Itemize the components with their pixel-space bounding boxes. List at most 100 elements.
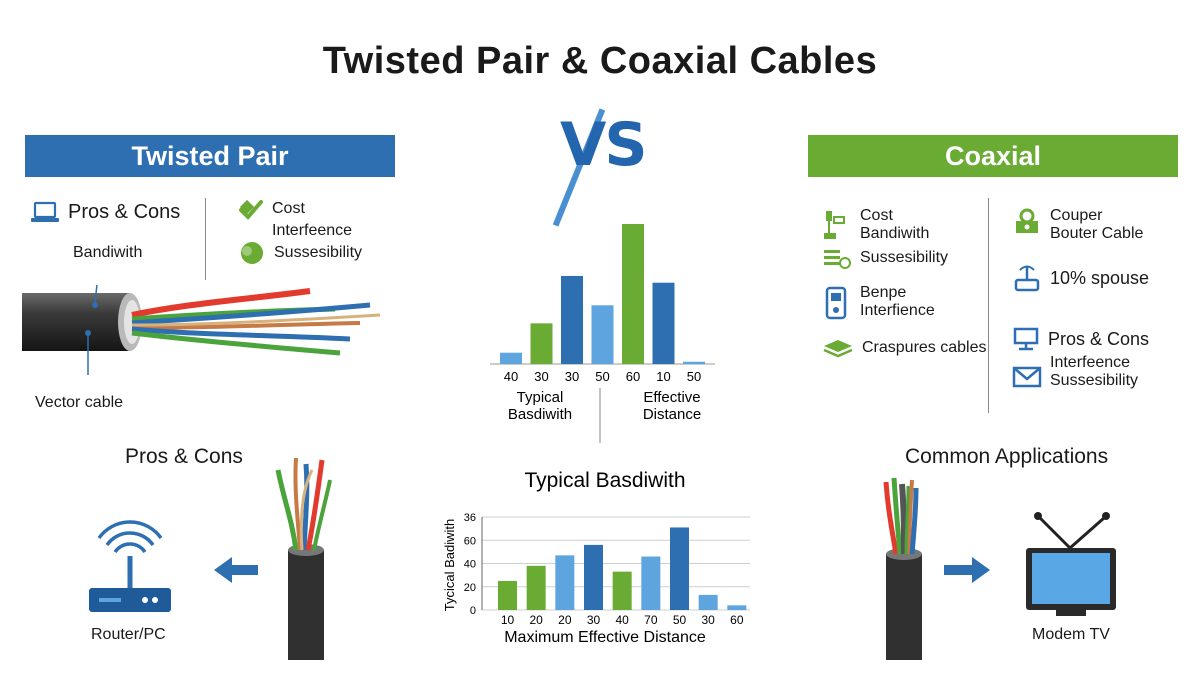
coax-sussesibility-label: Sussesibility	[1050, 372, 1139, 389]
tp-feature-susceptibility: Sussesibility	[274, 244, 363, 261]
envelope-icon	[1012, 366, 1042, 388]
tv-label: Modem TV	[1032, 626, 1110, 643]
coax-list-1: Cost Bandiwith	[822, 207, 929, 275]
chart2-bar	[727, 605, 747, 610]
modem-icon	[825, 286, 847, 320]
chart1-tick-label: 60	[626, 369, 640, 384]
chart2-xtick-label: 30	[701, 613, 715, 627]
lock-icon	[1016, 208, 1038, 233]
monitor-icon	[1013, 327, 1039, 351]
chart2-xlabel: Maximum Effective Distance	[504, 629, 706, 646]
chart2-bar	[612, 571, 632, 610]
coax-item-couper: Couper Bouter Cable	[1012, 207, 1143, 243]
tp-feature-interference: Interfeence	[272, 222, 353, 239]
router-icon	[89, 520, 171, 612]
tp-vertical-cable-illustration	[275, 457, 332, 660]
chart2-ylabel: Tycical Badiwith	[442, 519, 457, 611]
coax-vertical-cable-illustration	[883, 477, 922, 660]
chart1-left-label-2: Basdiwith	[508, 406, 572, 423]
chart1-tick-label: 40	[504, 369, 518, 384]
chart1-left-label-1: Typical	[517, 389, 564, 406]
chart1-bar	[591, 305, 614, 364]
antenna-icon	[1014, 265, 1040, 292]
coax-item-interference: Interfeence Sussesibility	[1012, 354, 1138, 392]
network-icon	[824, 211, 845, 239]
chart2-xtick-label: 50	[673, 613, 687, 627]
chart2-xtick-label: 60	[730, 613, 744, 627]
chart1-bar	[683, 361, 705, 364]
chart1-right-label-1: Effective	[643, 389, 700, 406]
coax-item-susceptibility: Sussesibility	[822, 246, 948, 270]
coax-item-cables: Craspures cables	[822, 338, 987, 358]
coax-divider	[988, 198, 989, 413]
coax-pros-cons-label: Pros & Cons	[1048, 328, 1150, 349]
tv-icon	[1026, 512, 1116, 616]
chart2-xtick-label: 70	[644, 613, 658, 627]
chart2-bar	[698, 594, 718, 610]
chart1-bar	[622, 224, 644, 364]
laptop-icon	[31, 201, 59, 222]
chart2-ytick-label: 36	[464, 512, 476, 524]
tp-feature-list: Cost Interfeence Sussesibility	[238, 198, 362, 264]
tp-feature-cost: Cost	[272, 200, 305, 217]
chart2-bar	[555, 555, 575, 610]
chart1-bar	[500, 352, 522, 364]
chart1-tick-label: 10	[656, 369, 670, 384]
chart2-bar	[526, 565, 546, 610]
chart1-bar	[561, 275, 583, 364]
coax-item-benpe: Benpe Interfience	[822, 284, 935, 324]
chart1-bar	[652, 282, 675, 364]
vs-label: VS	[560, 110, 648, 180]
chart2-bar	[584, 544, 603, 610]
coax-bandwidth-label: Bandiwith	[860, 225, 930, 242]
shield-cluster-icon	[241, 242, 263, 264]
chart2-bar	[498, 580, 517, 610]
coax-item-cost: Cost Bandiwith	[822, 207, 929, 275]
chart2-bar	[641, 556, 661, 610]
chart2-xtick-label: 40	[615, 613, 629, 627]
chart2-ytick-label: 60	[464, 535, 476, 547]
coax-spouse-label: 10% spouse	[1050, 267, 1150, 288]
coax-interfience-label: Interfience	[860, 302, 935, 319]
chart2-ytick-label: 0	[470, 605, 476, 617]
coax-susceptibility-label: Sussesibility	[860, 249, 949, 266]
coax-couper-label: Couper	[1050, 207, 1103, 224]
tp-pros-cons-label: Pros & Cons	[68, 200, 181, 223]
coax-interfeence-label: Interfeence	[1050, 354, 1131, 371]
chart2-xtick-label: 10	[501, 613, 515, 627]
tp-pros-cons-row: Pros & Cons	[30, 200, 180, 224]
chart1-right-label-2: Distance	[643, 406, 701, 423]
tp-bottom-heading: Pros & Cons	[125, 445, 243, 468]
bottom-center-chart: Typical Basdiwith Maximum Effective Dist…	[442, 469, 750, 646]
chart2-ytick-label: 40	[464, 559, 476, 571]
chart1-tick-label: 50	[687, 369, 701, 384]
chart2-ytick-label: 20	[464, 582, 476, 594]
twisted-pair-banner: Twisted Pair	[25, 135, 395, 177]
tp-vector-cable-label: Vector cable	[35, 394, 124, 411]
chart2-title: Typical Basdiwith	[524, 469, 685, 492]
coax-bottom-heading: Common Applications	[905, 445, 1109, 468]
chart1-tick-label: 30	[565, 369, 579, 384]
tp-divider	[205, 198, 206, 280]
chart1-tick-label: 30	[534, 369, 548, 384]
coax-item-pros-cons: Pros & Cons	[1012, 326, 1149, 352]
tp-bandwidth-label: Bandiwith	[73, 244, 143, 261]
twisted-pair-cable-illustration	[22, 285, 381, 375]
page-title: Twisted Pair & Coaxial Cables	[322, 40, 878, 82]
arrow-left-icon	[214, 557, 258, 583]
chart2-xtick-label: 20	[558, 613, 572, 627]
coax-benpe-label: Benpe	[860, 284, 907, 301]
arrow-right-icon	[944, 557, 990, 583]
coax-cost-label: Cost	[860, 207, 893, 224]
coax-cables-label: Craspures cables	[862, 339, 987, 356]
cable-icon	[823, 340, 853, 358]
router-label: Router/PC	[91, 626, 166, 643]
coaxial-banner: Coaxial	[808, 135, 1178, 177]
chart2-bar	[670, 527, 689, 610]
coax-bouter-cable-label: Bouter Cable	[1050, 225, 1144, 242]
equalizer-icon	[824, 250, 851, 269]
check-tag-icon	[239, 199, 263, 220]
coax-item-spouse: 10% spouse	[1012, 262, 1149, 294]
chart2-xtick-label: 20	[529, 613, 543, 627]
